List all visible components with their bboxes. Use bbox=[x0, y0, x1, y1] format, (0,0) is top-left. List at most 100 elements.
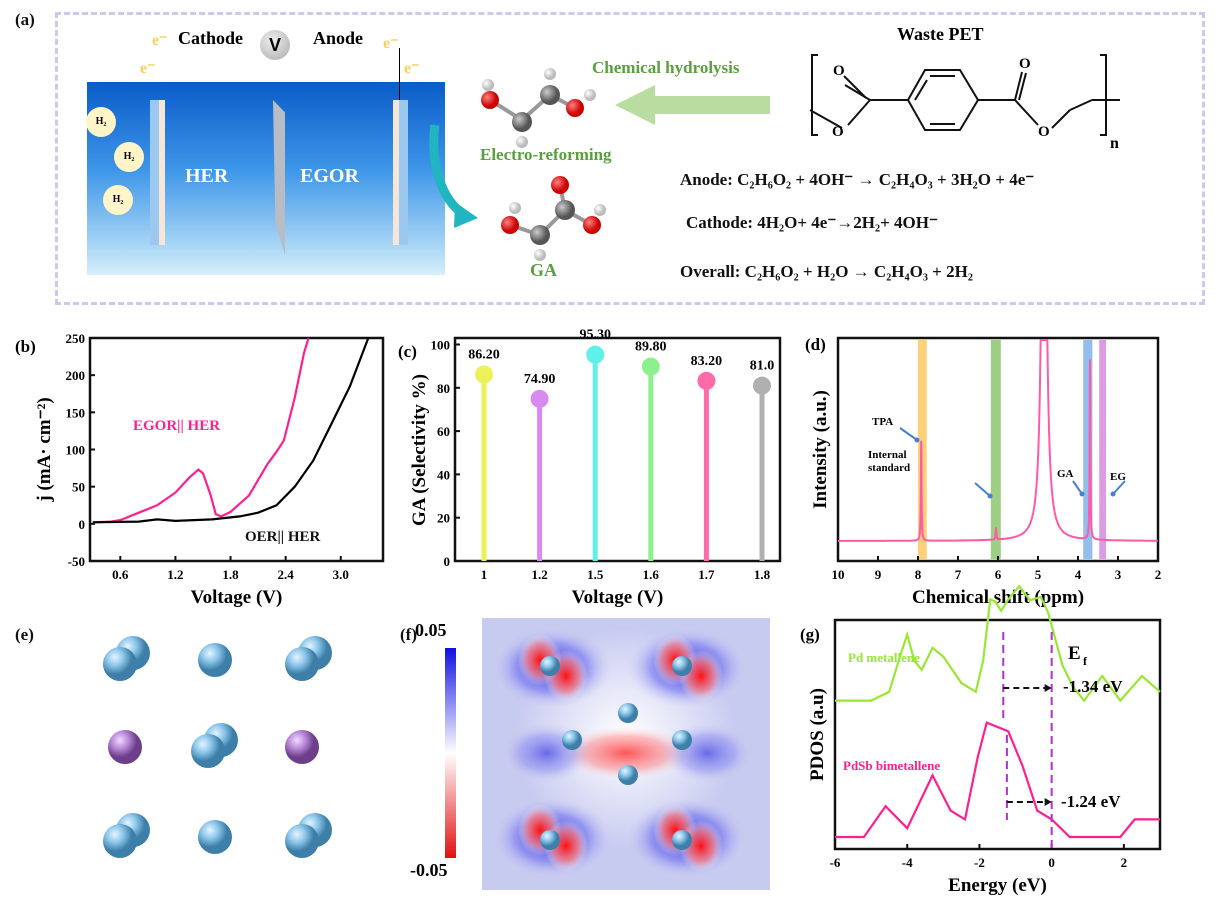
reaction-scheme bbox=[429, 68, 770, 261]
peak-annotation: EG bbox=[1110, 471, 1126, 483]
peak-annotation: GA bbox=[1057, 468, 1074, 480]
chemical-hydrolysis-label: Chemical hydrolysis bbox=[592, 58, 740, 77]
bar-marker bbox=[530, 389, 549, 408]
bar-marker bbox=[586, 345, 605, 364]
egor-label: EGOR bbox=[300, 165, 359, 187]
y-tick-label: 100 bbox=[66, 443, 86, 458]
x-tick-label: 8 bbox=[915, 567, 922, 582]
panel-label: (g) bbox=[800, 625, 820, 644]
pet-structure: O O O O n bbox=[809, 54, 1120, 152]
x-axis-title: Voltage (V) bbox=[572, 587, 664, 608]
electro-reforming-label: Electro-reforming bbox=[480, 145, 612, 164]
pd-atom bbox=[285, 824, 319, 858]
peak-annotation: TPA bbox=[872, 416, 893, 428]
electron-label: e⁻ bbox=[152, 32, 168, 49]
legend-label: OER|| HER bbox=[245, 529, 321, 545]
value-label: 95.30 bbox=[579, 328, 611, 343]
value-label: 81.0 bbox=[750, 359, 775, 374]
pd-atom bbox=[198, 643, 232, 677]
pd-atom bbox=[285, 647, 319, 681]
glycolic-acid-molecule bbox=[501, 176, 606, 261]
x-tick-label: 3.0 bbox=[333, 567, 349, 582]
y-tick-label: 80 bbox=[437, 381, 450, 396]
panel-label: (d) bbox=[805, 335, 826, 354]
peak-annotation: Internal bbox=[868, 449, 907, 461]
bar-stem bbox=[537, 398, 543, 561]
x-tick-label: 1.6 bbox=[643, 567, 660, 582]
x-tick-label: 2 bbox=[1155, 567, 1162, 582]
spectral-band bbox=[1083, 340, 1093, 559]
y-axis-title: Intensity (a.u.) bbox=[810, 390, 831, 509]
cathode-electrode bbox=[150, 100, 165, 245]
fermi-subscript: f bbox=[1083, 654, 1088, 668]
annotation-arrow bbox=[974, 482, 991, 497]
pet-oxygen-label: O bbox=[833, 63, 845, 79]
x-tick-label: 0 bbox=[1048, 855, 1055, 870]
colorbar bbox=[445, 648, 456, 858]
x-tick-label: 1.8 bbox=[754, 567, 771, 582]
pd-atom bbox=[103, 647, 137, 681]
annotation-arrow bbox=[1072, 480, 1083, 495]
shift-label: -1.24 eV bbox=[1061, 792, 1121, 811]
annotation-arrow bbox=[1112, 480, 1126, 495]
her-label: HER bbox=[185, 165, 229, 187]
x-tick-label: -2 bbox=[974, 855, 985, 870]
y-tick-label: 60 bbox=[437, 424, 450, 439]
electron-label: e⁻ bbox=[404, 60, 420, 77]
x-tick-label: 1.5 bbox=[587, 567, 604, 582]
value-label: 86.20 bbox=[468, 347, 500, 362]
y-tick-label: 50 bbox=[72, 480, 85, 495]
annotation-arrowhead bbox=[1079, 491, 1085, 497]
x-tick-label: 0.6 bbox=[112, 567, 129, 582]
x-tick-label: 6 bbox=[995, 567, 1002, 582]
pdos-curve-0 bbox=[835, 584, 1161, 703]
overall-equation: Overall: C₂H₆O₂ + H₂O → C₂H₄O₃ + 2H₂ bbox=[680, 262, 973, 281]
pd-atom bbox=[618, 765, 638, 785]
shift-label: -1.34 eV bbox=[1063, 677, 1123, 696]
pd-atom bbox=[191, 734, 225, 768]
y-tick-label: 100 bbox=[431, 337, 451, 352]
x-tick-label: 1 bbox=[481, 567, 488, 582]
y-tick-label: -50 bbox=[68, 554, 85, 569]
spectral-band bbox=[1099, 340, 1106, 559]
legend-label: PdSb bimetallene bbox=[843, 758, 940, 773]
bar-marker bbox=[475, 365, 493, 384]
pd-atom bbox=[618, 703, 638, 723]
x-tick-label: 9 bbox=[875, 567, 882, 582]
h2-bubble: H₂ bbox=[114, 142, 144, 172]
pet-oxygen-label: O bbox=[832, 124, 844, 140]
electron-label: e⁻ bbox=[383, 35, 399, 52]
charge-depletion-region bbox=[502, 723, 592, 783]
anode-label: Anode bbox=[313, 28, 364, 48]
annotation-arrowhead bbox=[1110, 491, 1116, 497]
series-line-1 bbox=[92, 337, 370, 524]
cathode-label: Cathode bbox=[178, 28, 244, 48]
sb-atom bbox=[285, 730, 319, 764]
bar-marker bbox=[753, 376, 771, 395]
bar-marker bbox=[641, 357, 660, 376]
pd-atom bbox=[672, 656, 692, 676]
series-line-0 bbox=[92, 337, 310, 524]
pet-oxygen-label: O bbox=[1038, 124, 1050, 140]
anode-equation: Anode: C₂H₆O₂ + 4OH⁻ → C₂H₄O₃ + 3H₂O + 4… bbox=[680, 170, 1035, 189]
panel-label: (b) bbox=[15, 337, 36, 356]
y-axis-title: j (mA· cm⁻²) bbox=[34, 397, 55, 502]
charge-accumulation-region bbox=[679, 820, 723, 872]
ga-label: GA bbox=[530, 260, 557, 280]
annotation-arrowhead bbox=[914, 437, 920, 443]
x-tick-label: 1.8 bbox=[222, 567, 239, 582]
pd-atom bbox=[198, 820, 232, 854]
bar-stem bbox=[703, 380, 709, 561]
bar-stem bbox=[648, 366, 654, 561]
x-tick-label: -6 bbox=[830, 855, 841, 870]
cathode-equation: Cathode: 4H₂O+ 4e⁻→2H₂+ 4OH⁻ bbox=[686, 213, 938, 232]
ethylene-glycol-molecule bbox=[481, 68, 596, 148]
charge-depletion-region bbox=[662, 723, 752, 783]
value-label: 89.80 bbox=[635, 340, 667, 355]
bar-marker bbox=[697, 371, 716, 390]
y-tick-label: 250 bbox=[66, 331, 86, 346]
panel-f-label: (f) bbox=[400, 625, 417, 644]
shift-arrowhead bbox=[1044, 684, 1052, 692]
wire bbox=[399, 48, 400, 108]
